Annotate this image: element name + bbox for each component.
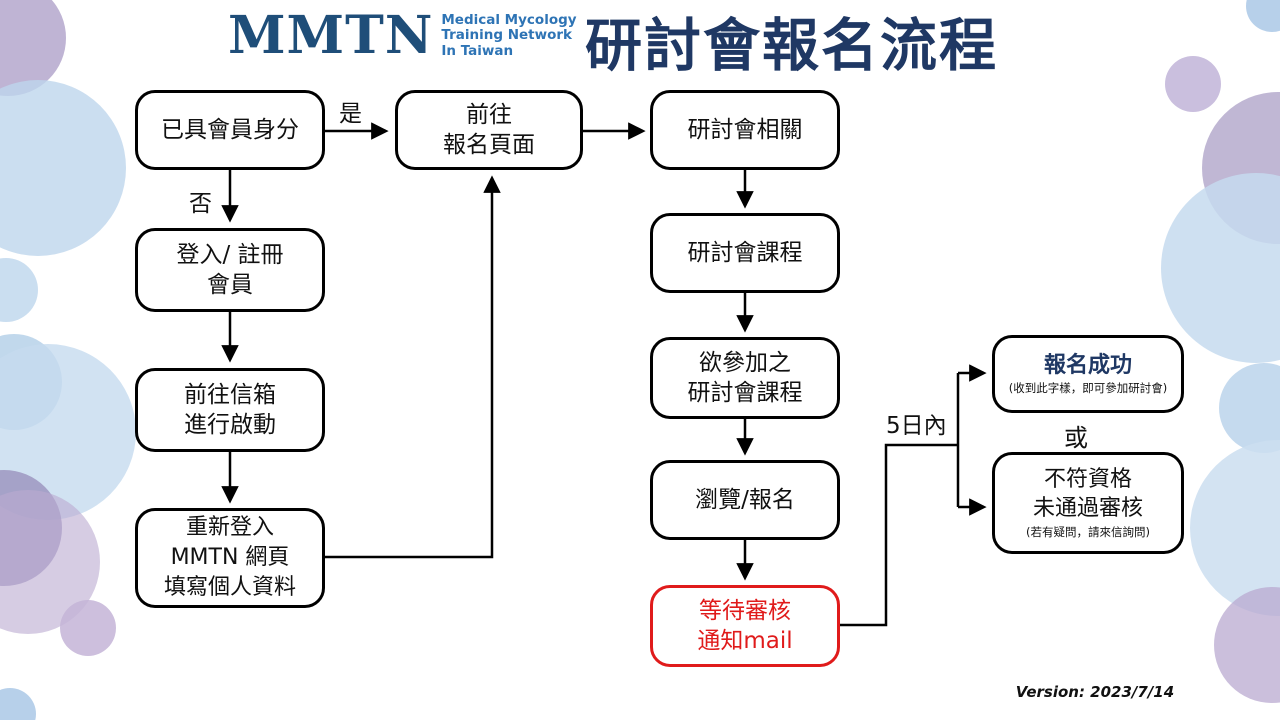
mmtn-logo: MMTN Medical Mycology Training Network I…	[228, 6, 577, 66]
edge-label-or: 或	[1064, 424, 1088, 452]
node-goto-registration-page: 前往 報名頁面	[395, 90, 583, 170]
logo-subtitle-line: In Taiwan	[441, 42, 514, 59]
decor-circles-right	[1161, 0, 1280, 703]
edge-label-no: 否	[189, 191, 212, 217]
node-seminar-related: 研討會相關	[650, 90, 840, 170]
node-login-register: 登入/ 註冊 會員	[135, 228, 325, 312]
node-member-status: 已具會員身分	[135, 90, 325, 170]
logo-subtitle-line: Training Network	[441, 27, 572, 44]
page-title: 研討會報名流程	[585, 13, 998, 79]
decor-circles-left	[0, 258, 136, 720]
node-relogin-fill-profile: 重新登入 MMTN 網頁 填寫個人資料	[135, 508, 325, 608]
node-registration-success: 報名成功 (收到此字樣，即可參加研討會)	[992, 335, 1184, 413]
decor-circles-top-left	[0, 0, 126, 256]
node-browse-register: 瀏覽/報名	[650, 460, 840, 540]
edge-wait-branch	[840, 443, 958, 627]
edge-label-within-5-days: 5日內	[886, 413, 947, 439]
node-seminar-course: 研討會課程	[650, 213, 840, 293]
logo-subtitle-line: Medical Mycology	[441, 11, 577, 28]
version-text: Version: 2023/7/14	[1015, 683, 1175, 701]
logo-acronym: MMTN	[228, 5, 434, 66]
logo-subtitle: Medical Mycology Training Network In Tai…	[441, 11, 577, 60]
node-course-to-join: 欲參加之 研討會課程	[650, 337, 840, 419]
edge-label-yes: 是	[339, 101, 362, 127]
fail-note: (若有疑問，請來信詢問)	[1026, 525, 1150, 540]
node-mailbox-activate: 前往信箱 進行啟動	[135, 368, 325, 452]
edge-relogin-gotopage	[325, 175, 501, 559]
node-wait-review-mail: 等待審核 通知mail	[650, 585, 840, 667]
fail-title: 不符資格 未通過審核	[1032, 467, 1143, 521]
node-not-qualified: 不符資格 未通過審核 (若有疑問，請來信詢問)	[992, 452, 1184, 554]
success-title: 報名成功	[1043, 352, 1132, 378]
success-note: (收到此字樣，即可參加研討會)	[1008, 381, 1168, 395]
